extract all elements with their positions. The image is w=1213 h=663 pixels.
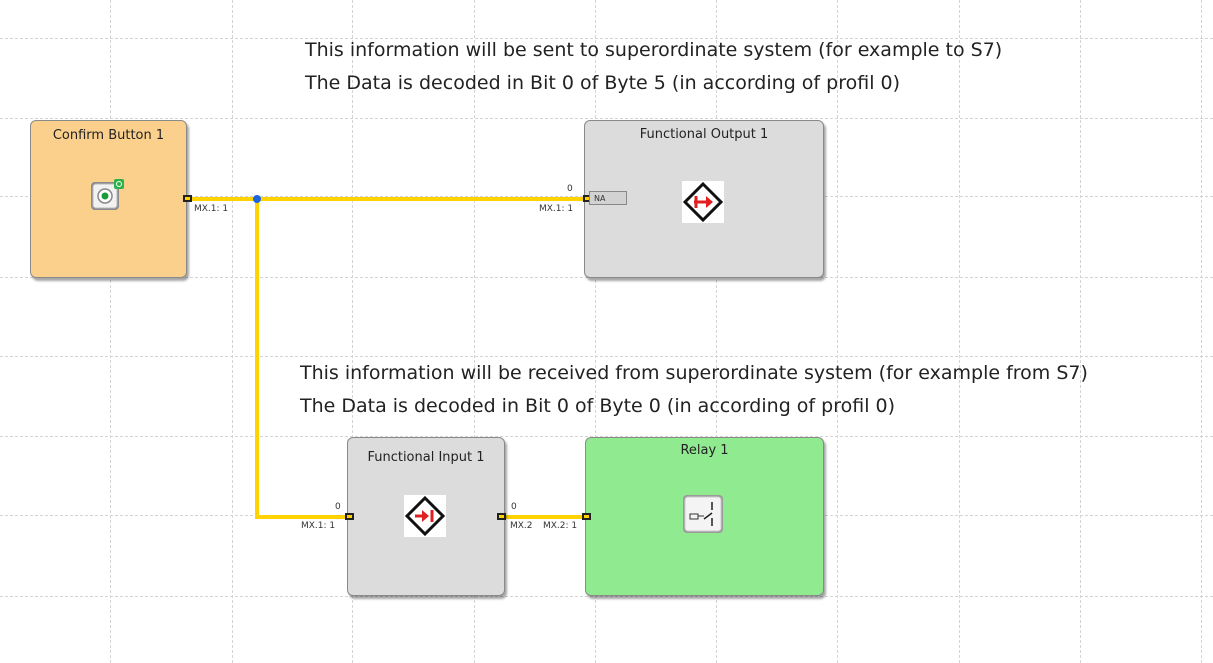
output-note-line1: This information will be sent to superor…	[305, 39, 1003, 61]
input-note-line1: This information will be received from s…	[300, 362, 1088, 384]
output-port[interactable]	[183, 195, 192, 202]
block-title: Relay 1	[680, 443, 729, 458]
port-label: MX.1: 1	[539, 204, 574, 214]
grid-line	[352, 0, 353, 663]
grid-line	[716, 0, 717, 663]
confirm-button-block[interactable]: Confirm Button 1	[30, 120, 187, 278]
grid-line	[837, 0, 838, 663]
functional-output-icon	[682, 181, 724, 227]
port-label: MX.1: 1	[301, 521, 336, 531]
functional-input-block[interactable]: Functional Input 1	[347, 437, 505, 596]
port-top-label: 0	[511, 502, 517, 512]
grid-line	[595, 0, 596, 663]
grid-line	[232, 0, 233, 663]
wire-to-functional-input[interactable]	[255, 515, 350, 519]
relay-icon	[682, 494, 726, 540]
grid-line	[959, 0, 960, 663]
grid-line	[0, 356, 1213, 357]
input-note-line2: The Data is decoded in Bit 0 of Byte 0 (…	[300, 395, 896, 417]
na-box: NA	[589, 191, 627, 205]
wire-junction-down[interactable]	[255, 199, 259, 519]
grid-line	[0, 596, 1213, 597]
block-title: Functional Input 1	[367, 450, 485, 465]
grid-line	[110, 0, 111, 663]
grid-line	[0, 436, 1213, 437]
input-port[interactable]	[582, 513, 591, 520]
grid-line	[474, 0, 475, 663]
grid-line	[1201, 0, 1202, 663]
block-title: Functional Output 1	[639, 127, 769, 142]
wire-input-to-relay[interactable]	[505, 515, 587, 519]
port-label: MX.1: 1	[194, 204, 229, 214]
wire-confirm-to-output[interactable]	[190, 197, 584, 201]
port-top-label: 0	[567, 184, 573, 194]
port-label: MX.2: 1	[543, 521, 578, 531]
output-note-line2: The Data is decoded in Bit 0 of Byte 5 (…	[305, 72, 901, 94]
functional-input-icon	[404, 495, 446, 541]
grid-line	[0, 38, 1213, 39]
confirm-button-icon	[90, 179, 124, 217]
grid-line	[1080, 0, 1081, 663]
wire-junction[interactable]	[253, 195, 261, 203]
relay-block[interactable]: Relay 1	[585, 437, 824, 596]
input-port[interactable]	[345, 513, 354, 520]
port-top-label: 0	[335, 502, 341, 512]
grid-line	[0, 118, 1213, 119]
output-port[interactable]	[497, 513, 506, 520]
block-title: Confirm Button 1	[52, 128, 165, 143]
port-label: MX.2	[510, 521, 533, 531]
